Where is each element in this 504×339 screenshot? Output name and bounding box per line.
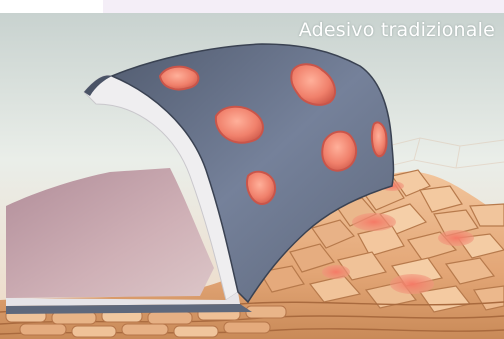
top-left-tab [0, 0, 103, 13]
caption-text: Adesivo tradizionale [299, 19, 495, 41]
